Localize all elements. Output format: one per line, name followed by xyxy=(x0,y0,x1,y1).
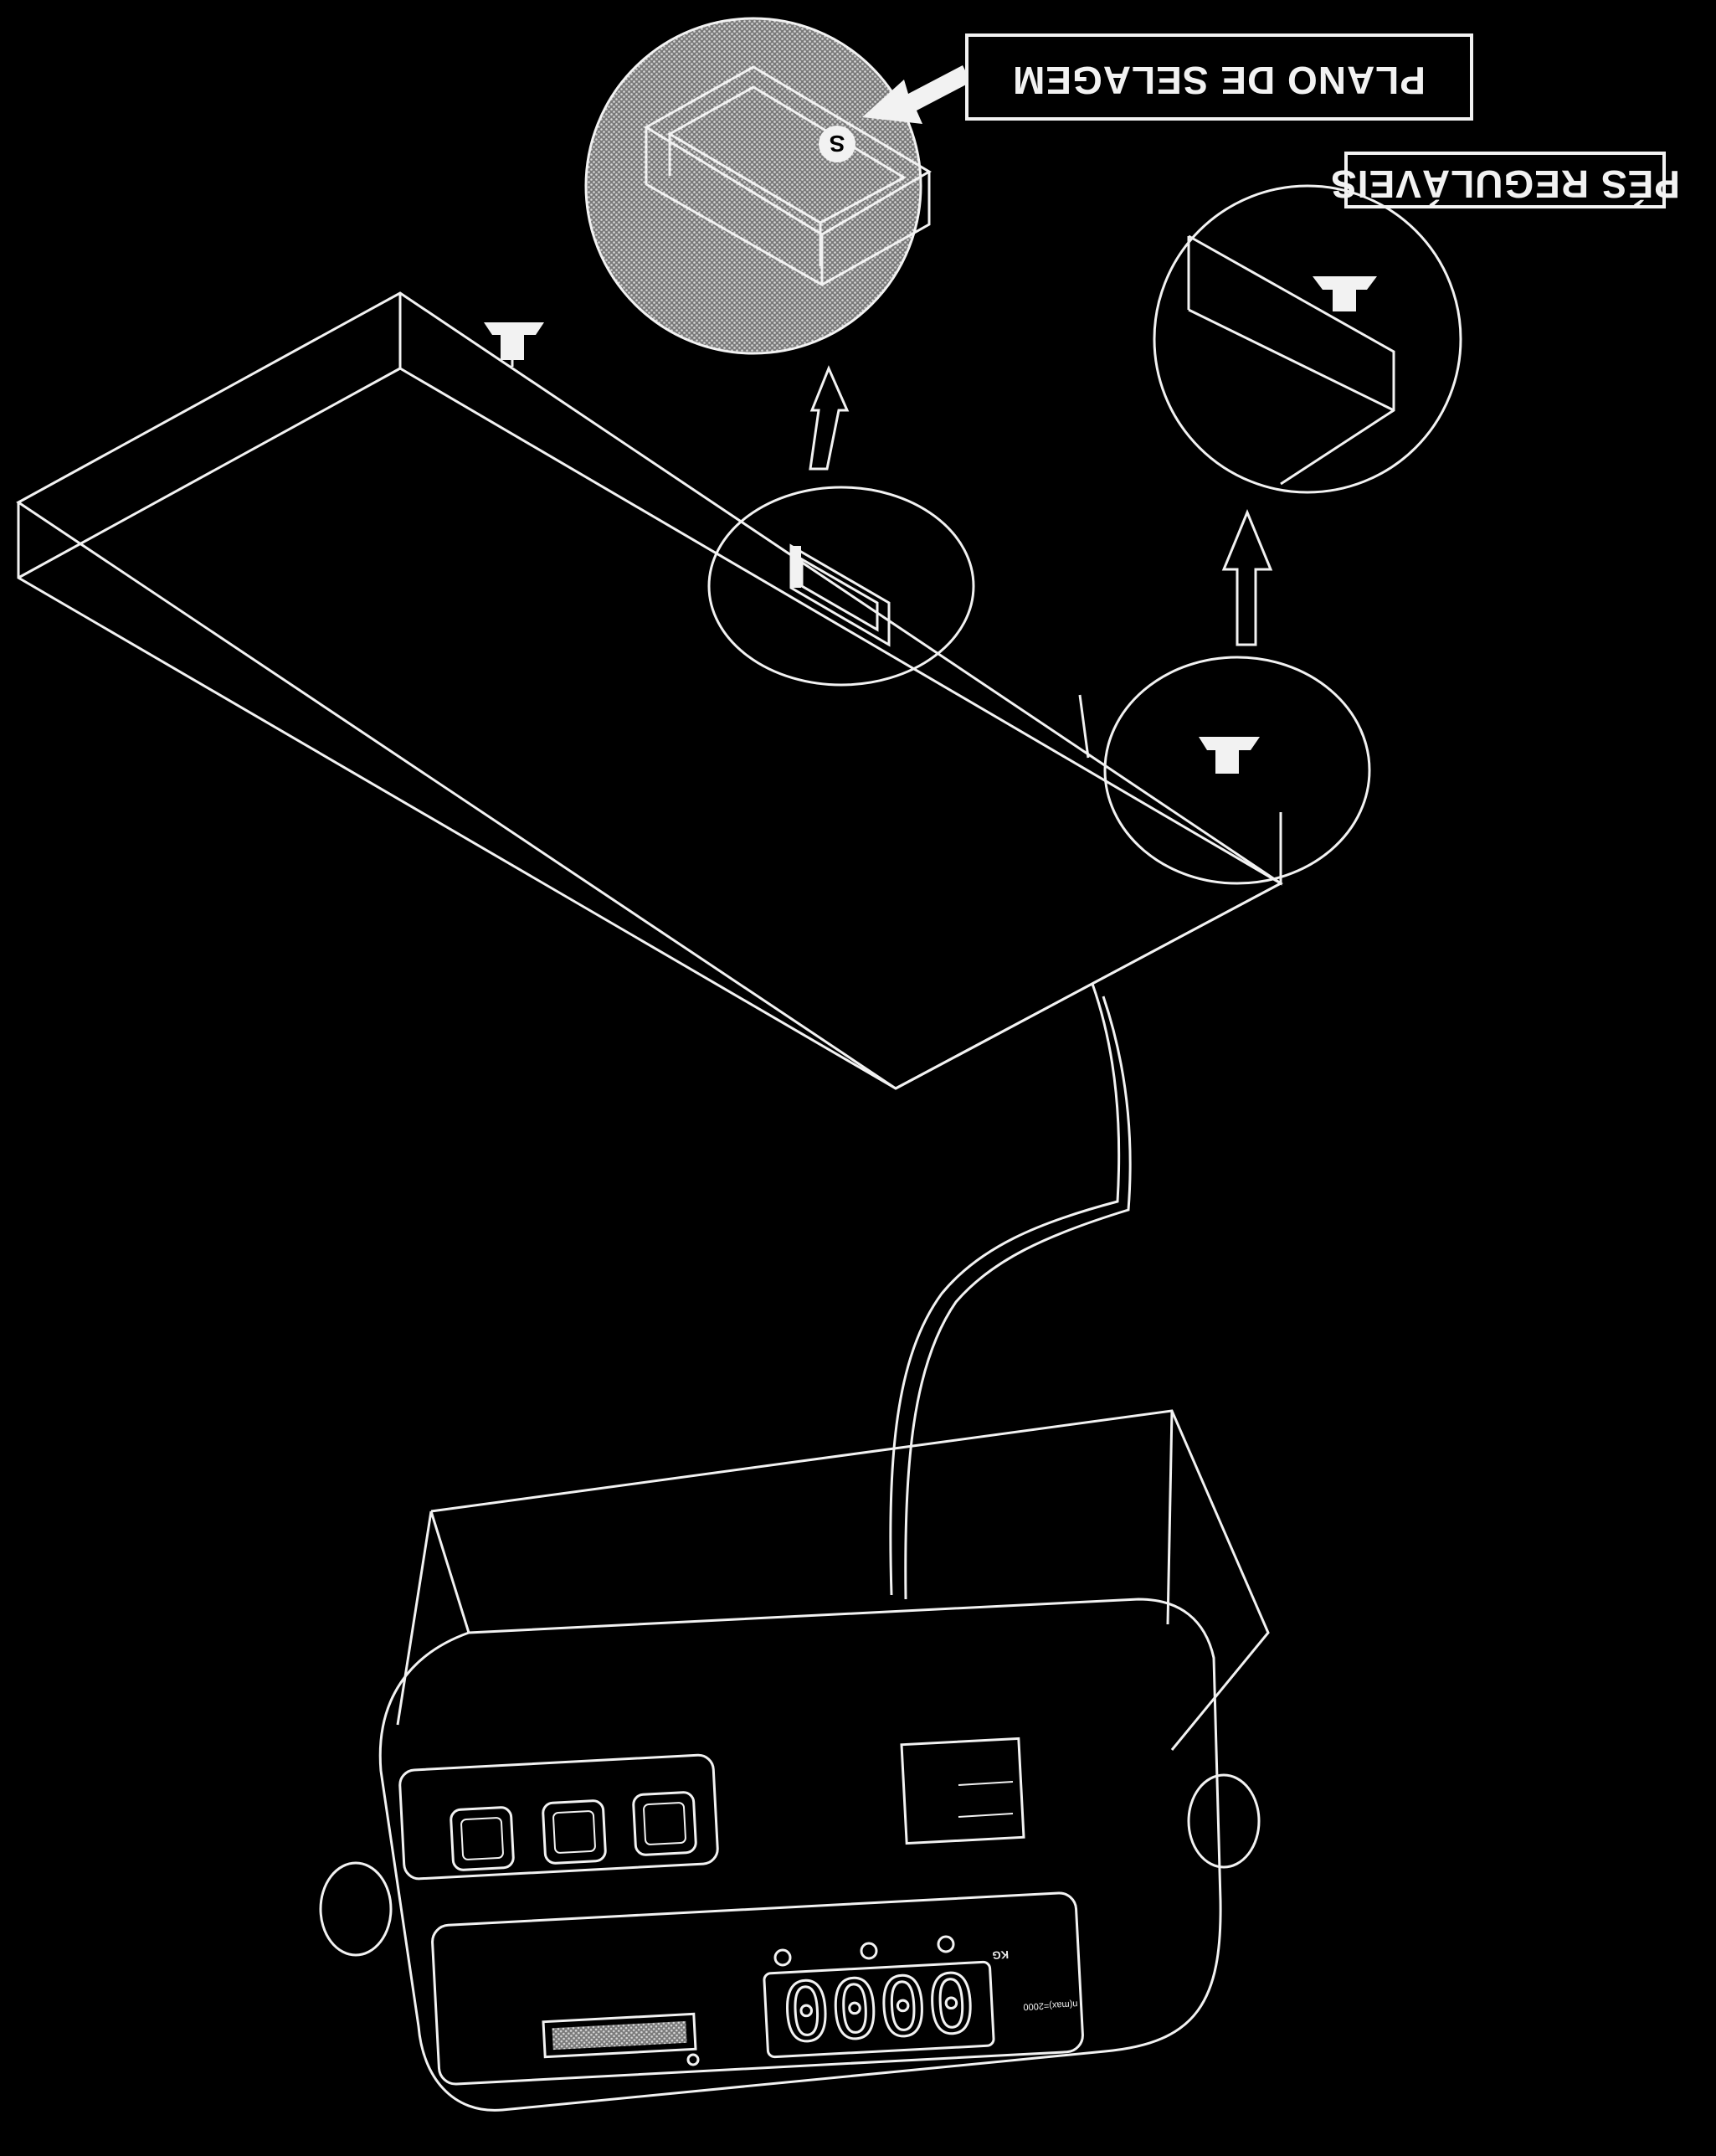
arrow-up-icon xyxy=(1221,509,1273,646)
weight-indicator: 0000 KG n(max)=2000 xyxy=(319,1409,1270,2112)
weight-display xyxy=(763,1960,995,2059)
sealing-plan-zoom: S xyxy=(584,17,971,355)
seal-detail-circle xyxy=(707,486,975,687)
adjustable-feet-label: PÉS REGULÁVEIS xyxy=(1330,152,1680,208)
svg-text:PLANO DE SELAGEM: PLANO DE SELAGEM xyxy=(1012,59,1426,102)
sealing-plan-label: PLANO DE SELAGEM xyxy=(965,33,1473,121)
left-knob xyxy=(319,1861,393,1957)
arrow-diagonal-icon xyxy=(862,65,971,124)
svg-text:PÉS REGULÁVEIS: PÉS REGULÁVEIS xyxy=(1330,162,1680,206)
display-panel xyxy=(431,1891,1084,2086)
weighing-platform xyxy=(16,291,1283,1090)
info-plate xyxy=(900,1737,1025,1845)
foot-detail-circle xyxy=(1103,656,1371,885)
svg-text:S: S xyxy=(830,131,845,157)
key-button[interactable] xyxy=(450,1806,515,1871)
status-lamp xyxy=(937,1935,955,1953)
weight-display-value: 0000 xyxy=(780,1957,979,2061)
adjustable-foot-icon xyxy=(1313,276,1377,311)
unit-label: KG xyxy=(992,1948,1009,1962)
key-button[interactable] xyxy=(542,1799,607,1865)
right-knob xyxy=(1187,1773,1261,1869)
status-lamp xyxy=(773,1948,792,1967)
brand-plate xyxy=(542,2012,697,2059)
adjustable-feet-zoom xyxy=(1153,184,1462,494)
arrow-up-icon xyxy=(809,365,850,471)
capacity-note: n(max)=2000 xyxy=(1023,1999,1078,2011)
adjustable-foot-icon xyxy=(1199,737,1260,774)
adjustable-foot-icon xyxy=(484,322,544,367)
seal-icon: S xyxy=(819,126,855,162)
cable-icon xyxy=(889,983,1132,1600)
status-lamp xyxy=(860,1942,878,1960)
key-button[interactable] xyxy=(632,1791,697,1856)
